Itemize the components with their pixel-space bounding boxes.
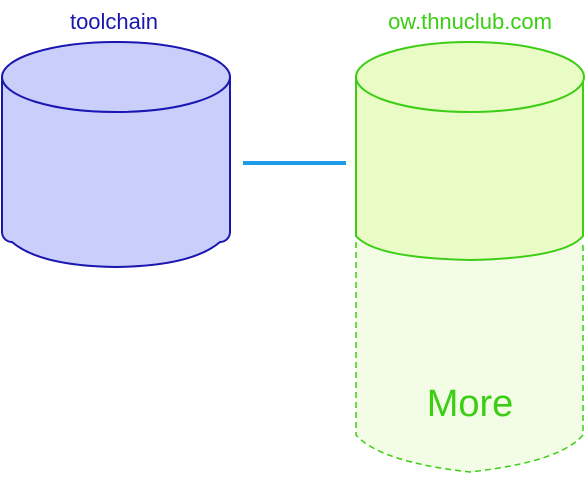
right-database-top bbox=[355, 41, 585, 113]
left-database-label: toolchain bbox=[70, 9, 158, 34]
right-database-label: ow.thnuclub.com bbox=[388, 9, 552, 34]
extension-body bbox=[355, 242, 584, 473]
right-database-body bbox=[355, 76, 584, 262]
extension-label: More bbox=[427, 383, 514, 425]
right-database: ow.thnuclub.com bbox=[355, 9, 585, 262]
left-database: toolchain bbox=[1, 9, 231, 269]
left-database-body bbox=[1, 76, 231, 269]
right-database-extension: More bbox=[355, 242, 584, 473]
left-database-top bbox=[1, 41, 231, 113]
